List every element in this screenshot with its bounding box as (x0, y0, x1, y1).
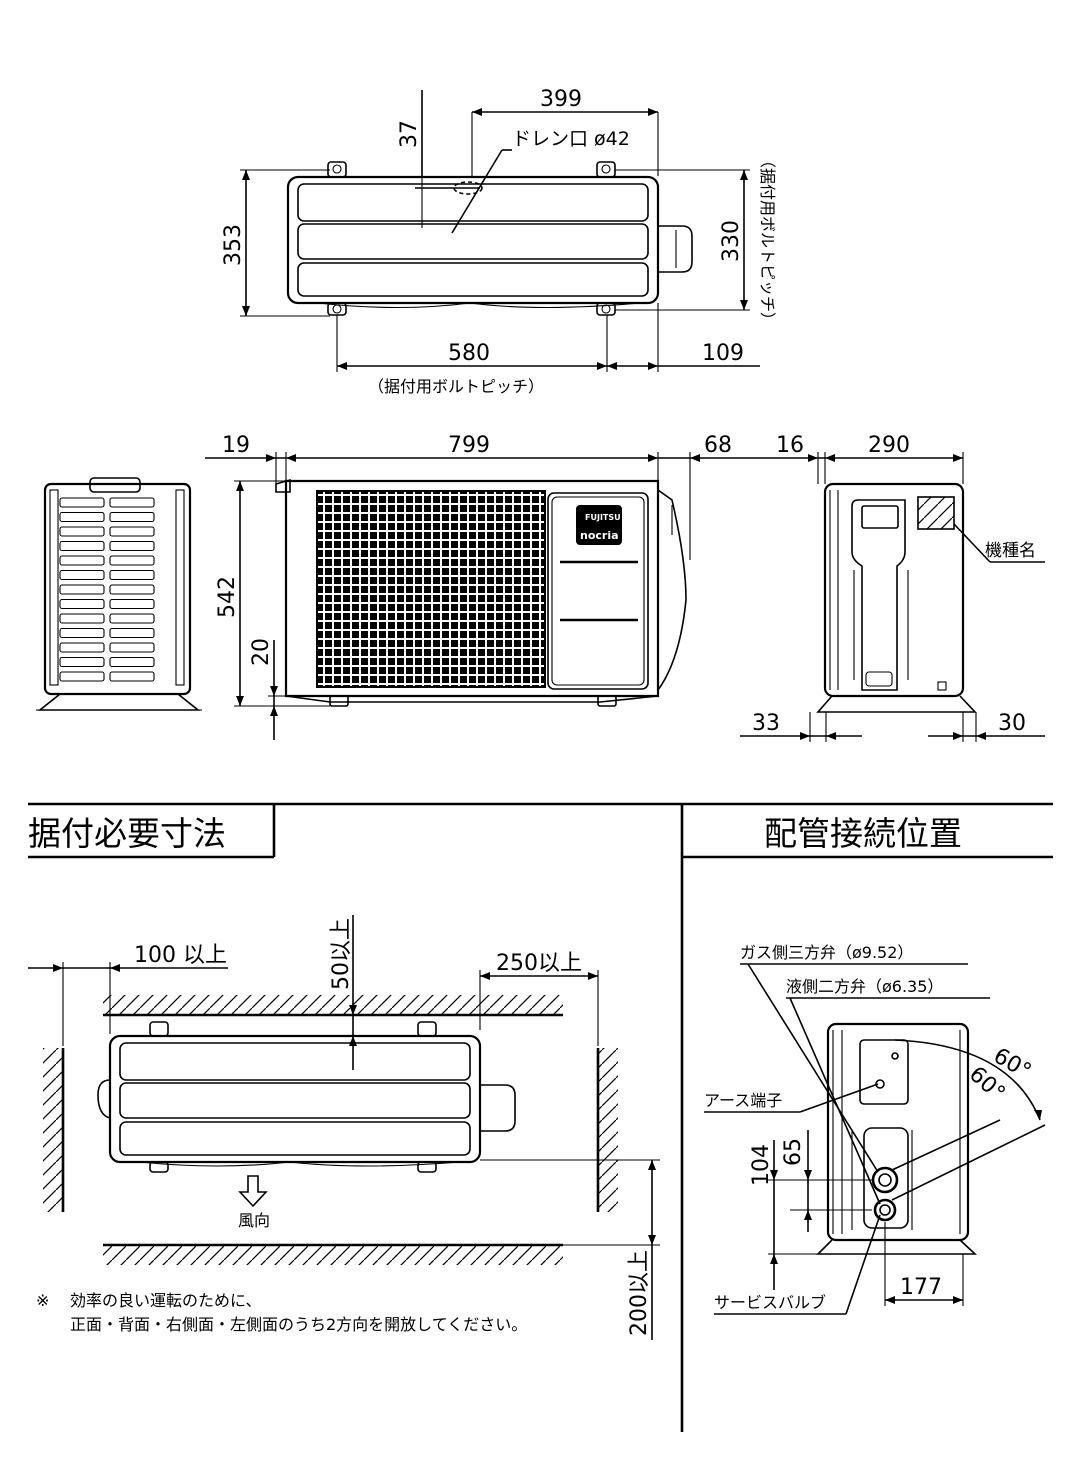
piping-diagram: 60° 60° ガス側三方弁（ø9.52） 液側二方弁（ø6.35） アース端子… (704, 943, 1046, 1315)
dim-177: 177 (900, 1275, 942, 1300)
left-clearance: 100 以上 (134, 943, 227, 968)
model-label: 機種名 (985, 541, 1036, 561)
louver-slot (59, 511, 105, 523)
dim-330: 330 (719, 220, 744, 262)
top-view-body (286, 175, 660, 305)
note-line-1: 効率の良い運転のために、 (70, 1291, 262, 1310)
top-view-panel-1 (297, 183, 649, 222)
left-side-louvers (59, 497, 155, 682)
right-side-view: 機種名 16 290 33 30 (740, 433, 1045, 742)
louver-slot (59, 569, 105, 581)
louver-slot (59, 613, 105, 624)
section-frames: 据付必要寸法 配管接続位置 (28, 802, 1053, 1432)
louver-slot (109, 555, 155, 566)
louver-slot (59, 526, 105, 537)
top-view-panel-2 (297, 223, 649, 260)
louver-slot (59, 656, 105, 668)
louver-slot (109, 656, 155, 668)
dim-109: 109 (702, 341, 744, 366)
dim-30: 30 (998, 711, 1026, 736)
back-wall-hatch (103, 995, 563, 1015)
louver-slot (59, 540, 105, 552)
installation-unit-body (108, 1034, 482, 1164)
dim-68: 68 (704, 433, 732, 458)
brand-bottom: nocria (580, 529, 619, 542)
bolt-pitch-horizontal: （据付用ボルトピッチ） (368, 377, 544, 396)
bolt-pitch-vertical: （据付用ボルトピッチ） (758, 152, 777, 328)
louver-slot (59, 627, 105, 639)
louver-slot (109, 511, 155, 523)
louver-slot (59, 642, 105, 653)
louver-slot (59, 584, 105, 595)
top-clearance: 50以上 (329, 918, 354, 990)
earth-terminal-label: アース端子 (704, 1091, 782, 1110)
right-wall-hatch (598, 1048, 618, 1212)
dim-580: 580 (448, 341, 490, 366)
louver-slot (109, 540, 155, 552)
louver-slot (109, 671, 155, 682)
installation-title: 据付必要寸法 (28, 814, 226, 853)
gas-valve-port (871, 1166, 899, 1194)
louver-slot (109, 613, 155, 624)
louver-slot (109, 627, 155, 639)
louver-slot (109, 598, 155, 610)
brand-top: FUJITSU (585, 513, 621, 522)
louver-slot (109, 642, 155, 653)
dim-353: 353 (221, 224, 246, 266)
right-clearance: 250以上 (496, 951, 582, 976)
piping-unit-body (826, 1022, 970, 1242)
dim-19: 19 (222, 433, 250, 458)
louver-slot (59, 598, 105, 610)
dim-37: 37 (397, 120, 422, 148)
left-wall-hatch (43, 1048, 63, 1212)
louver-slot (109, 497, 155, 508)
liquid-valve-label: 液側二方弁（ø6.35） (786, 977, 943, 996)
dim-33: 33 (752, 711, 780, 736)
front-clearance: 200以上 (627, 1250, 652, 1336)
liquid-valve-port (873, 1198, 897, 1222)
dim-20: 20 (249, 638, 274, 666)
installation-diagram: 風向 100 以上 50以上 250以上 200以上 ※ 効率の良い運転のために… (28, 915, 660, 1340)
louver-slot (59, 497, 105, 508)
louver-slot (109, 569, 155, 581)
wind-direction-arrow (238, 1175, 268, 1208)
louver-slot (59, 671, 105, 682)
top-view-panel-3 (297, 262, 649, 297)
drain-label: ドレン口 ø42 (512, 128, 630, 150)
gas-valve-label: ガス側三方弁（ø9.52） (740, 943, 913, 962)
dim-542: 542 (215, 576, 240, 618)
piping-title: 配管接続位置 (764, 814, 962, 853)
dim-104: 104 (749, 1144, 774, 1186)
top-view: 399 37 ドレン口 ø42 353 330 （据付用ボルトピッチ） 580 … (221, 87, 777, 396)
service-valve-label: サービスバルブ (714, 1293, 826, 1312)
louver-slot (109, 526, 155, 537)
note-line-2: 正面・背面・右側面・左側面のうち2方向を開放してください。 (70, 1315, 527, 1334)
louver-slot (59, 555, 105, 566)
dim-399: 399 (540, 87, 582, 112)
wind-label: 風向 (238, 1211, 270, 1230)
brand-logo (576, 505, 622, 545)
dim-799: 799 (448, 433, 490, 458)
left-side-view (36, 477, 202, 711)
front-view: FUJITSU nocria 19 799 68 542 20 (205, 433, 760, 740)
top-view-valve-box (658, 225, 693, 273)
front-wall-hatch (103, 1245, 563, 1265)
louver-slot (109, 584, 155, 595)
note-mark: ※ (36, 1291, 49, 1310)
dim-290: 290 (868, 433, 910, 458)
model-label-area (917, 496, 955, 530)
front-grille (316, 490, 546, 688)
dim-65: 65 (781, 1138, 806, 1166)
dim-16: 16 (776, 433, 804, 458)
